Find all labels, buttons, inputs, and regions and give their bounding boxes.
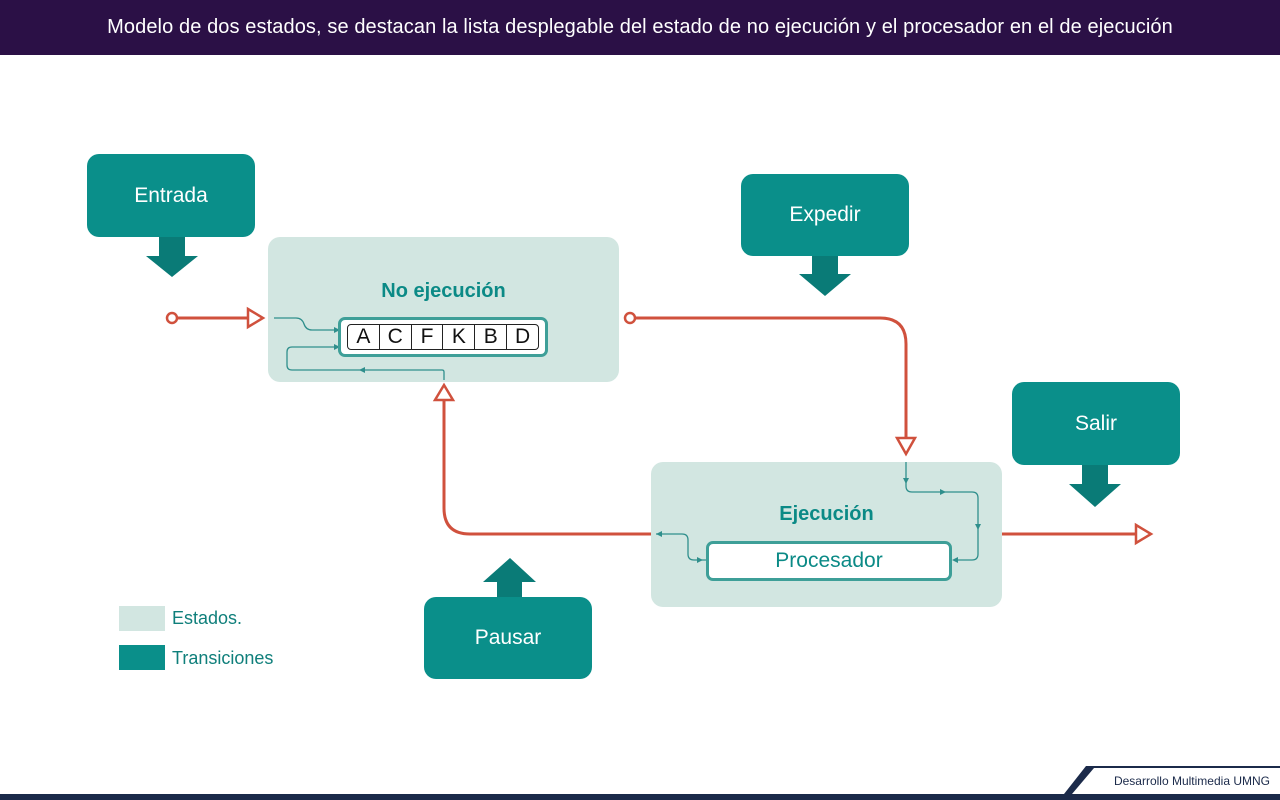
state-ejecucion: Ejecución	[651, 462, 1002, 607]
footer-bar	[0, 794, 1280, 800]
queue-item: D	[514, 325, 531, 348]
state-ejecucion-title: Ejecución	[779, 503, 874, 525]
entrada-start-dot	[165, 311, 179, 325]
process-queue: A C F K B D	[338, 317, 548, 357]
entrada-arrowhead	[246, 306, 266, 330]
pausar-line	[442, 400, 651, 536]
transition-pausar: Pausar	[424, 597, 592, 679]
pausar-up-arrow	[483, 558, 536, 597]
state-no-ejecucion-title: No ejecución	[381, 280, 506, 302]
expedir-start-dot	[623, 311, 637, 325]
legend-transitions-swatch	[119, 645, 165, 670]
transition-entrada: Entrada	[87, 154, 255, 237]
queue-return-line	[286, 346, 445, 380]
queue-item: K	[443, 325, 476, 349]
transition-expedir: Expedir	[741, 174, 909, 256]
processor-box: Procesador	[706, 541, 952, 581]
page-title: Modelo de dos estados, se destacan la li…	[0, 0, 1280, 55]
queue-in-line	[274, 317, 334, 331]
salir-arrowhead	[1134, 522, 1154, 546]
expedir-arrowhead	[894, 436, 918, 457]
queue-item: A	[348, 325, 380, 349]
state-no-ejecucion: No ejecución	[268, 237, 619, 382]
entrada-down-arrow	[146, 236, 198, 277]
expedir-line	[636, 316, 908, 438]
queue-item: B	[475, 325, 508, 349]
footer-credit: Desarrollo Multimedia UMNG	[1072, 768, 1280, 794]
salir-down-arrow	[1069, 464, 1121, 507]
processor-out-line	[656, 533, 706, 561]
transition-salir: Salir	[1012, 382, 1180, 465]
queue-item: F	[412, 325, 444, 349]
pausar-arrowhead	[432, 382, 456, 402]
queue-cells: A C F K B D	[347, 324, 539, 350]
queue-item: C	[380, 325, 412, 349]
processor-in-line	[905, 462, 979, 561]
legend-states-label: Estados.	[172, 608, 243, 628]
expedir-down-arrow	[799, 256, 851, 296]
legend-states-swatch	[119, 606, 165, 631]
legend-transitions-label: Transiciones	[172, 648, 274, 668]
